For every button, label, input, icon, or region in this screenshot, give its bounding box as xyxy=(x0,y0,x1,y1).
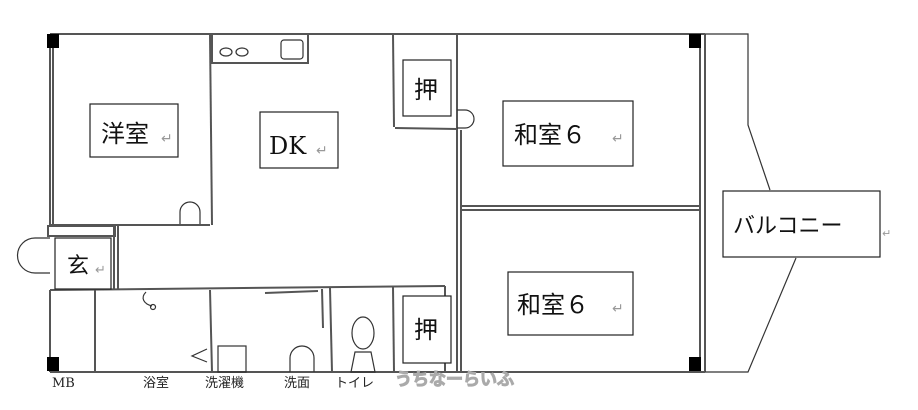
label-bath: 浴室 xyxy=(143,375,169,391)
room-entrance: 玄 ↵ xyxy=(54,237,112,290)
washer-icon xyxy=(217,345,247,373)
return-mark: ↵ xyxy=(612,131,624,147)
room-label: 押 xyxy=(414,316,438,344)
label-washroom: 洗面 xyxy=(284,376,310,391)
shoe-cabinet xyxy=(47,225,116,237)
return-mark: ↵ xyxy=(316,143,328,159)
room-dk: DK ↵ xyxy=(259,111,339,169)
balcony-outline xyxy=(705,33,771,191)
room-label: DK xyxy=(269,132,307,160)
entrance-door-icon xyxy=(16,237,50,274)
room-label: バルコニー xyxy=(733,214,843,239)
label-washer: 洗濯機 xyxy=(205,376,244,391)
watermark-logo: うちなーらいふ xyxy=(395,370,514,390)
return-mark: ↵ xyxy=(161,131,173,147)
room-japanese-2: 和室６ ↵ xyxy=(507,271,634,336)
stove-burner-icon xyxy=(219,47,233,57)
door-swing-icon xyxy=(457,109,475,129)
sink-icon xyxy=(280,39,304,60)
toilet-icon xyxy=(350,316,376,373)
stove-burner-icon xyxy=(235,47,249,57)
return-mark: ↵ xyxy=(612,301,624,317)
room-closet-bottom: 押 xyxy=(402,295,452,364)
return-mark: ↵ xyxy=(882,227,891,240)
kitchen-counter xyxy=(211,33,309,64)
balcony-outline-lower xyxy=(705,257,797,373)
washbasin-icon xyxy=(289,345,315,372)
room-label: 玄 xyxy=(67,254,89,279)
drain-icon xyxy=(190,348,208,363)
label-mb: MB xyxy=(52,376,75,391)
fridge-space-icon xyxy=(179,201,201,224)
room-japanese-1: 和室６ ↵ xyxy=(502,100,634,167)
room-balcony: バルコニー ↵ xyxy=(722,190,891,258)
label-toilet: トイレ xyxy=(335,376,374,391)
pillars xyxy=(47,34,701,371)
room-label: 押 xyxy=(414,76,438,104)
room-label: 和室６ xyxy=(517,291,589,319)
room-western: 洋室 ↵ xyxy=(89,103,179,158)
room-closet-top: 押 xyxy=(402,59,452,117)
room-label: 洋室 xyxy=(101,120,149,148)
room-label: 和室６ xyxy=(514,121,586,149)
shower-icon xyxy=(142,291,153,307)
return-mark: ↵ xyxy=(95,263,106,278)
